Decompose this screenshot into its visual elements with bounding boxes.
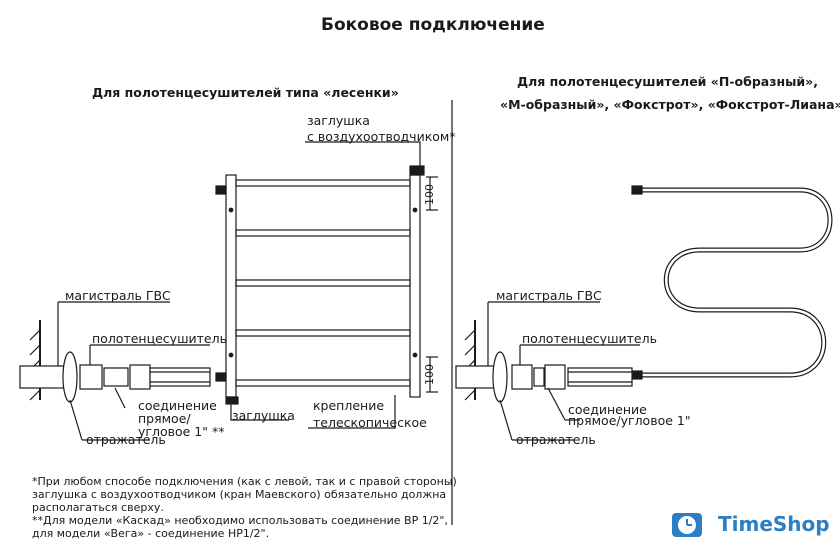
footnote-3: располагаться сверху. [32, 501, 164, 514]
m-shaped-dryer [640, 187, 833, 378]
footnote-2: заглушка с воздухоотводчиком (кран Маевс… [32, 488, 447, 501]
air-plug-label-2: с воздухоотводчиком* [307, 129, 456, 144]
right-main-hot-label: магистраль ГВС [496, 288, 602, 303]
left-main-hot-label: магистраль ГВС [65, 288, 171, 303]
left-dryer-label: полотенцесушитель [92, 331, 227, 346]
footnote-4: **Для модели «Каскад» необходимо использ… [32, 514, 448, 527]
left-connection [19, 301, 211, 441]
left-conn-label-2: прямое/ [138, 411, 191, 426]
left-reflector-label: отражатель [86, 432, 166, 447]
left-heading: Для полотенцесушителей типа «лесенки» [92, 85, 399, 100]
right-heading-line1: Для полотенцесушителей «П-образный», [517, 74, 819, 89]
right-reflector-label: отражатель [516, 432, 596, 447]
mount-label-2: телескопическое [313, 415, 427, 430]
m-shaped-dryer-inner [640, 188, 832, 377]
page-title: Боковое подключение [321, 15, 545, 35]
left-conn-label-1: соединение [138, 398, 217, 413]
ladder-dryer [215, 165, 425, 405]
right-connection [455, 301, 640, 441]
timeshop-logo [672, 513, 702, 537]
right-conn-label-1: соединение [568, 402, 647, 417]
mount-label-1: крепление [313, 398, 385, 413]
air-plug-label-1: заглушка [307, 113, 370, 128]
right-heading-line2: «М-образный», «Фокстрот», «Фокстрот-Лиан… [500, 97, 840, 112]
right-conn-label-2: прямое/угловое 1" [568, 413, 691, 428]
footnote-5: для модели «Вега» - соединение НР1/2". [32, 527, 270, 540]
bottom-plug-label: заглушка [232, 408, 295, 423]
dim-bottom-label: 100 [423, 364, 436, 385]
right-dryer-label: полотенцесушитель [522, 331, 657, 346]
left-conn-label-3: угловое 1" ** [138, 424, 225, 439]
dim-top-label: 100 [423, 184, 436, 205]
footnote-1: *При любом способе подключения (как с ле… [32, 475, 457, 488]
brand-name: TimeShop [718, 512, 830, 536]
